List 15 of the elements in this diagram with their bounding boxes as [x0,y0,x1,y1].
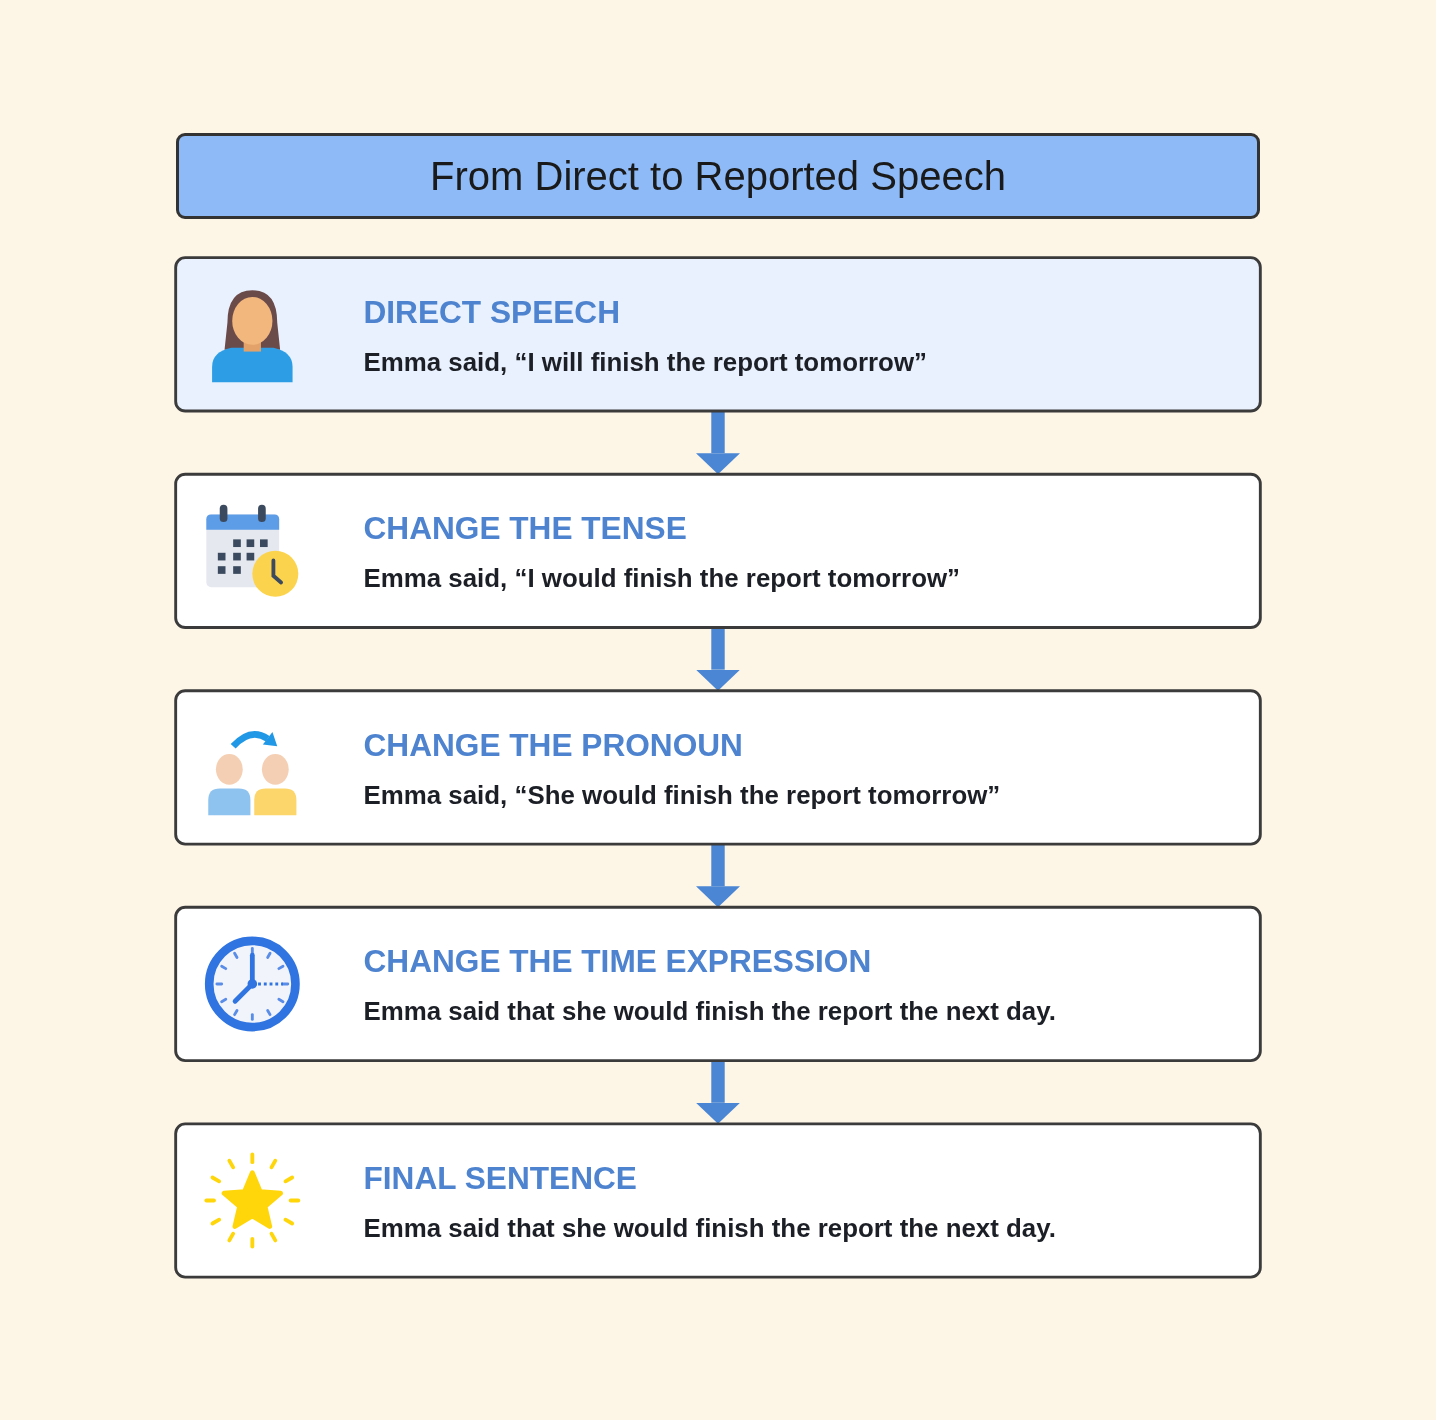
arrow [695,844,741,908]
step-text: Emma said, “I would finish the report tomorrow” [363,564,960,594]
step-heading: CHANGE THE PRONOUN [363,727,743,763]
arrow [695,627,741,691]
step-text: Emma said that she would finish the report the next day. [363,1213,1056,1243]
title-banner: From Direct to Reported Speech [175,133,1261,219]
step-text: Emma said that she would finish the report the next day. [363,997,1056,1027]
step-heading: CHANGE THE TIME EXPRESSION [363,943,872,980]
arrow [695,1060,741,1124]
step-text: Emma said, “I will finish the report tomorrow” [363,347,927,377]
step-text: Emma said, “She would finish the report tomorrow” [363,780,1001,810]
step-heading: CHANGE THE TENSE [363,510,687,547]
arrow [695,410,741,475]
step-heading: FINAL SENTENCE [363,1160,637,1196]
step-heading: DIRECT SPEECH [363,294,620,330]
